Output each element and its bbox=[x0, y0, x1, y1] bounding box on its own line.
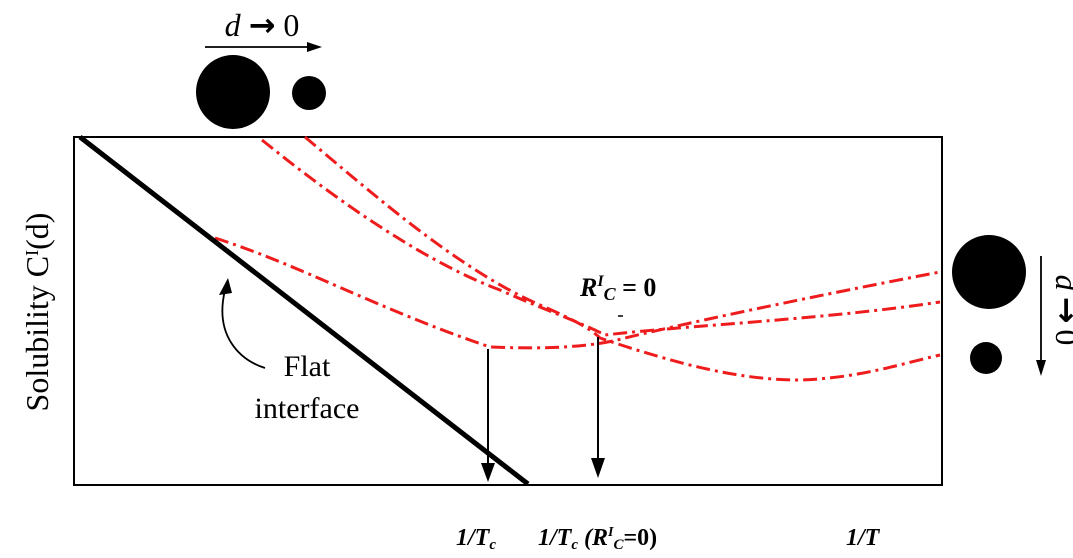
tc-drop-arrow bbox=[481, 349, 495, 482]
top-arrow-label: d→0 bbox=[225, 6, 300, 44]
right-arrow-label: d→0 bbox=[1048, 275, 1073, 346]
size-dependent-curves bbox=[214, 135, 941, 382]
curve-small-particle bbox=[214, 236, 941, 350]
curve-medium-particle bbox=[261, 138, 941, 337]
top-size-legend: d→0 bbox=[196, 6, 326, 129]
small-particle-icon bbox=[970, 342, 1002, 374]
flat-interface-line bbox=[78, 135, 530, 486]
x-tick-tc-r0: 1/Tc (RIC=0) bbox=[538, 525, 657, 553]
y-axis-label: Solubility CI(d) bbox=[19, 213, 55, 412]
crossing-label: RIC = 0 bbox=[579, 273, 656, 304]
flat-interface-pointer-arrow bbox=[219, 278, 266, 369]
small-particle-icon bbox=[292, 76, 326, 110]
large-particle-icon bbox=[952, 235, 1026, 309]
plot-frame bbox=[73, 136, 943, 486]
right-size-legend: d→0 bbox=[952, 235, 1073, 376]
tc-r0-drop-arrow bbox=[591, 337, 605, 478]
x-tick-inv-t: 1/T bbox=[846, 525, 881, 551]
flat-interface-label-line2: interface bbox=[255, 392, 360, 425]
curve-large-particle bbox=[304, 135, 941, 382]
large-particle-icon bbox=[196, 55, 270, 129]
flat-interface-label-line1: Flat bbox=[284, 350, 331, 383]
x-tick-tc: 1/Tc bbox=[456, 525, 496, 553]
